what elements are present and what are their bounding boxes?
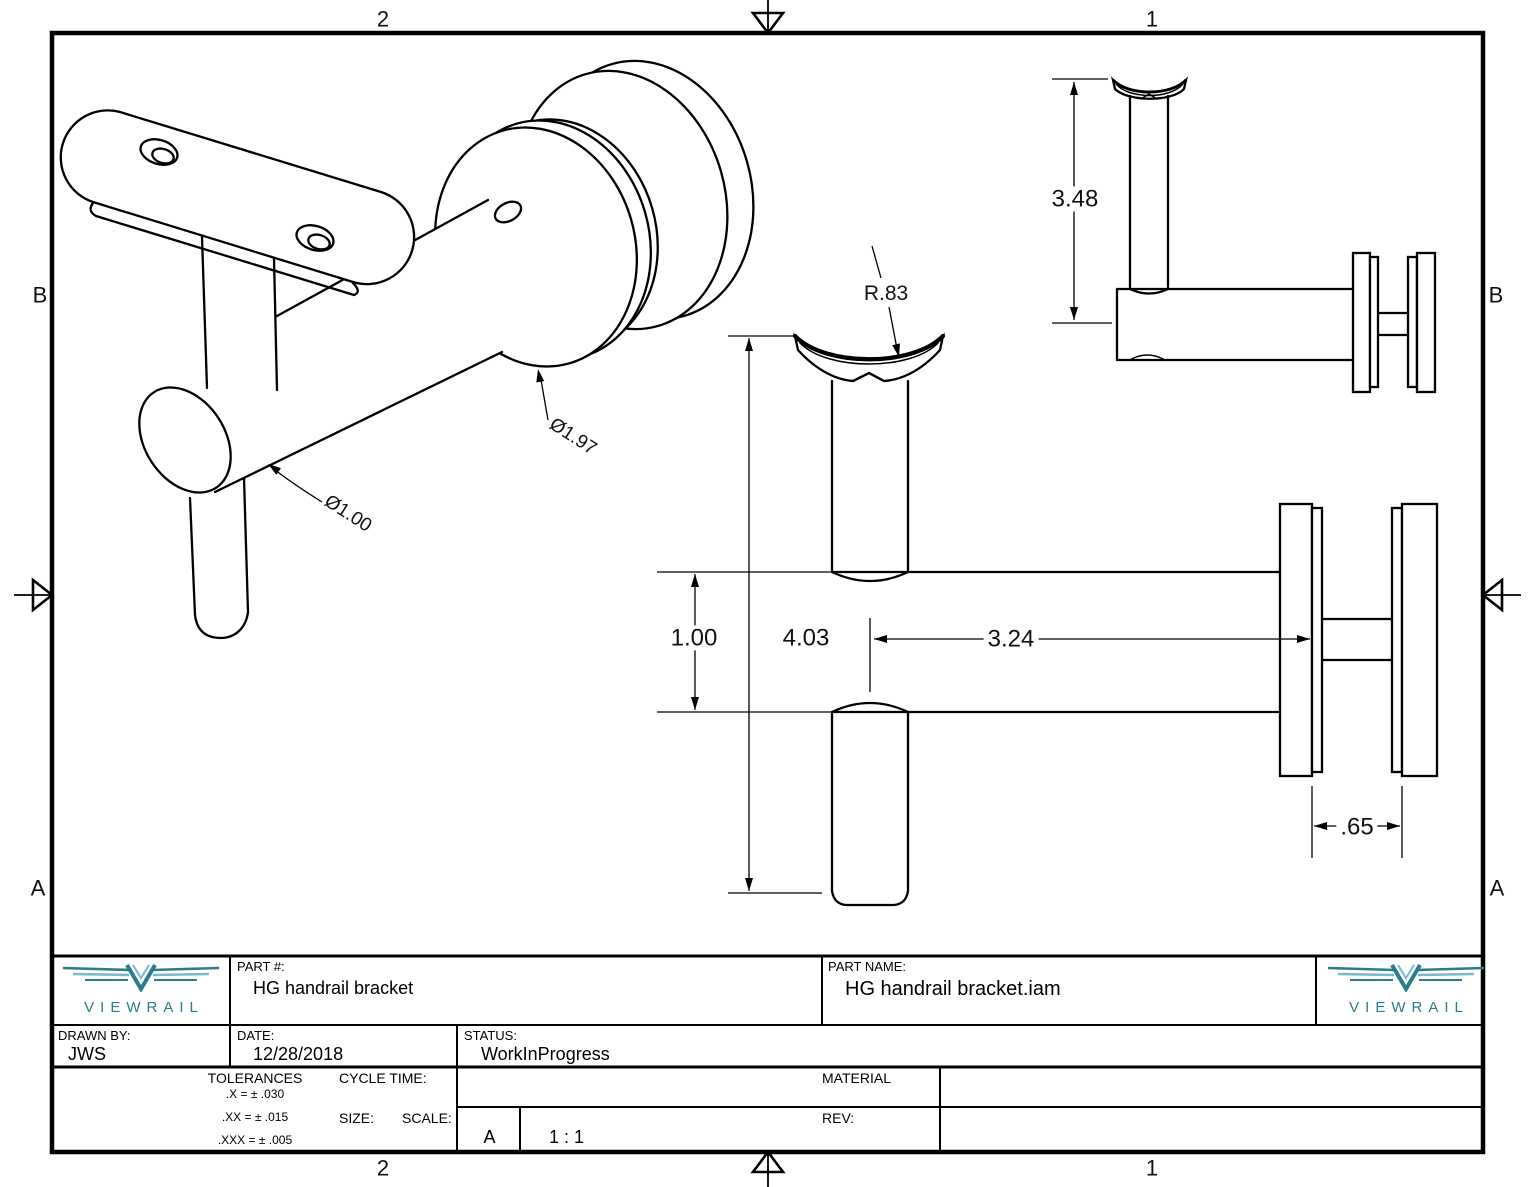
- dim-front-clamp-gap: .65: [1336, 814, 1378, 840]
- viewrail-logo-right: VIEWRAIL: [1325, 962, 1487, 1016]
- drawn-by-label: DRAWN BY:: [58, 1028, 131, 1043]
- zone-marker-arrows: [14, 0, 1521, 1187]
- zone-label-top-left: 2: [376, 6, 390, 32]
- scale-value: 1 : 1: [549, 1127, 585, 1147]
- title-block-grid: [52, 954, 1483, 1152]
- iso-leaders: [268, 369, 549, 503]
- part-name-value: HG handrail bracket.iam: [845, 978, 1061, 1000]
- tolerances-title: TOLERANCES: [207, 1070, 303, 1086]
- material-label: MATERIAL: [822, 1070, 891, 1086]
- size-label: SIZE:: [339, 1110, 375, 1126]
- status-label: STATUS:: [464, 1028, 517, 1043]
- dim-front-arm-diameter: 1.00: [666, 625, 722, 651]
- tolerance-xxx: .XXX = ± .005: [217, 1133, 293, 1147]
- viewrail-logo-left: VIEWRAIL: [60, 962, 222, 1016]
- viewrail-wings-icon: [1327, 963, 1485, 993]
- dim-front-saddle-radius: R.83: [863, 281, 909, 305]
- side-view: [1110, 76, 1437, 394]
- dim-side-post-height: 3.48: [1047, 186, 1103, 212]
- part-name-label: PART NAME:: [828, 959, 907, 974]
- drawn-by-value: JWS: [68, 1044, 106, 1064]
- part-number-value: HG handrail bracket: [253, 978, 414, 998]
- cycle-time-label: CYCLE TIME:: [339, 1070, 427, 1086]
- scale-label: SCALE:: [402, 1110, 452, 1126]
- viewrail-logo-text: VIEWRAIL: [1349, 999, 1469, 1016]
- size-value: A: [483, 1127, 496, 1147]
- date-value: 12/28/2018: [253, 1044, 344, 1064]
- dimension-lines: [691, 78, 1403, 894]
- isometric-view: [59, 59, 755, 640]
- zone-label-bottom-left: 2: [376, 1155, 390, 1181]
- tolerance-xx: .XX = ± .015: [221, 1110, 289, 1124]
- zone-label-left-b: B: [32, 282, 48, 308]
- zone-label-top-right: 1: [1145, 6, 1159, 32]
- rev-label: REV:: [822, 1110, 855, 1126]
- status-value: WorkInProgress: [481, 1044, 610, 1064]
- zone-label-left-a: A: [30, 875, 46, 901]
- zone-label-right-a: A: [1489, 875, 1505, 901]
- date-label: DATE:: [237, 1028, 275, 1043]
- zone-label-bottom-right: 1: [1145, 1155, 1159, 1181]
- dim-front-arm-length: 3.24: [983, 626, 1039, 652]
- viewrail-wings-icon: [62, 963, 220, 993]
- dim-front-overall-height: 4.03: [778, 625, 834, 651]
- part-number-label: PART #:: [237, 959, 285, 974]
- zone-label-right-b: B: [1488, 282, 1504, 308]
- front-view: [657, 332, 1439, 907]
- viewrail-logo-text: VIEWRAIL: [84, 999, 204, 1016]
- tolerance-x: .X = ± .030: [225, 1087, 285, 1101]
